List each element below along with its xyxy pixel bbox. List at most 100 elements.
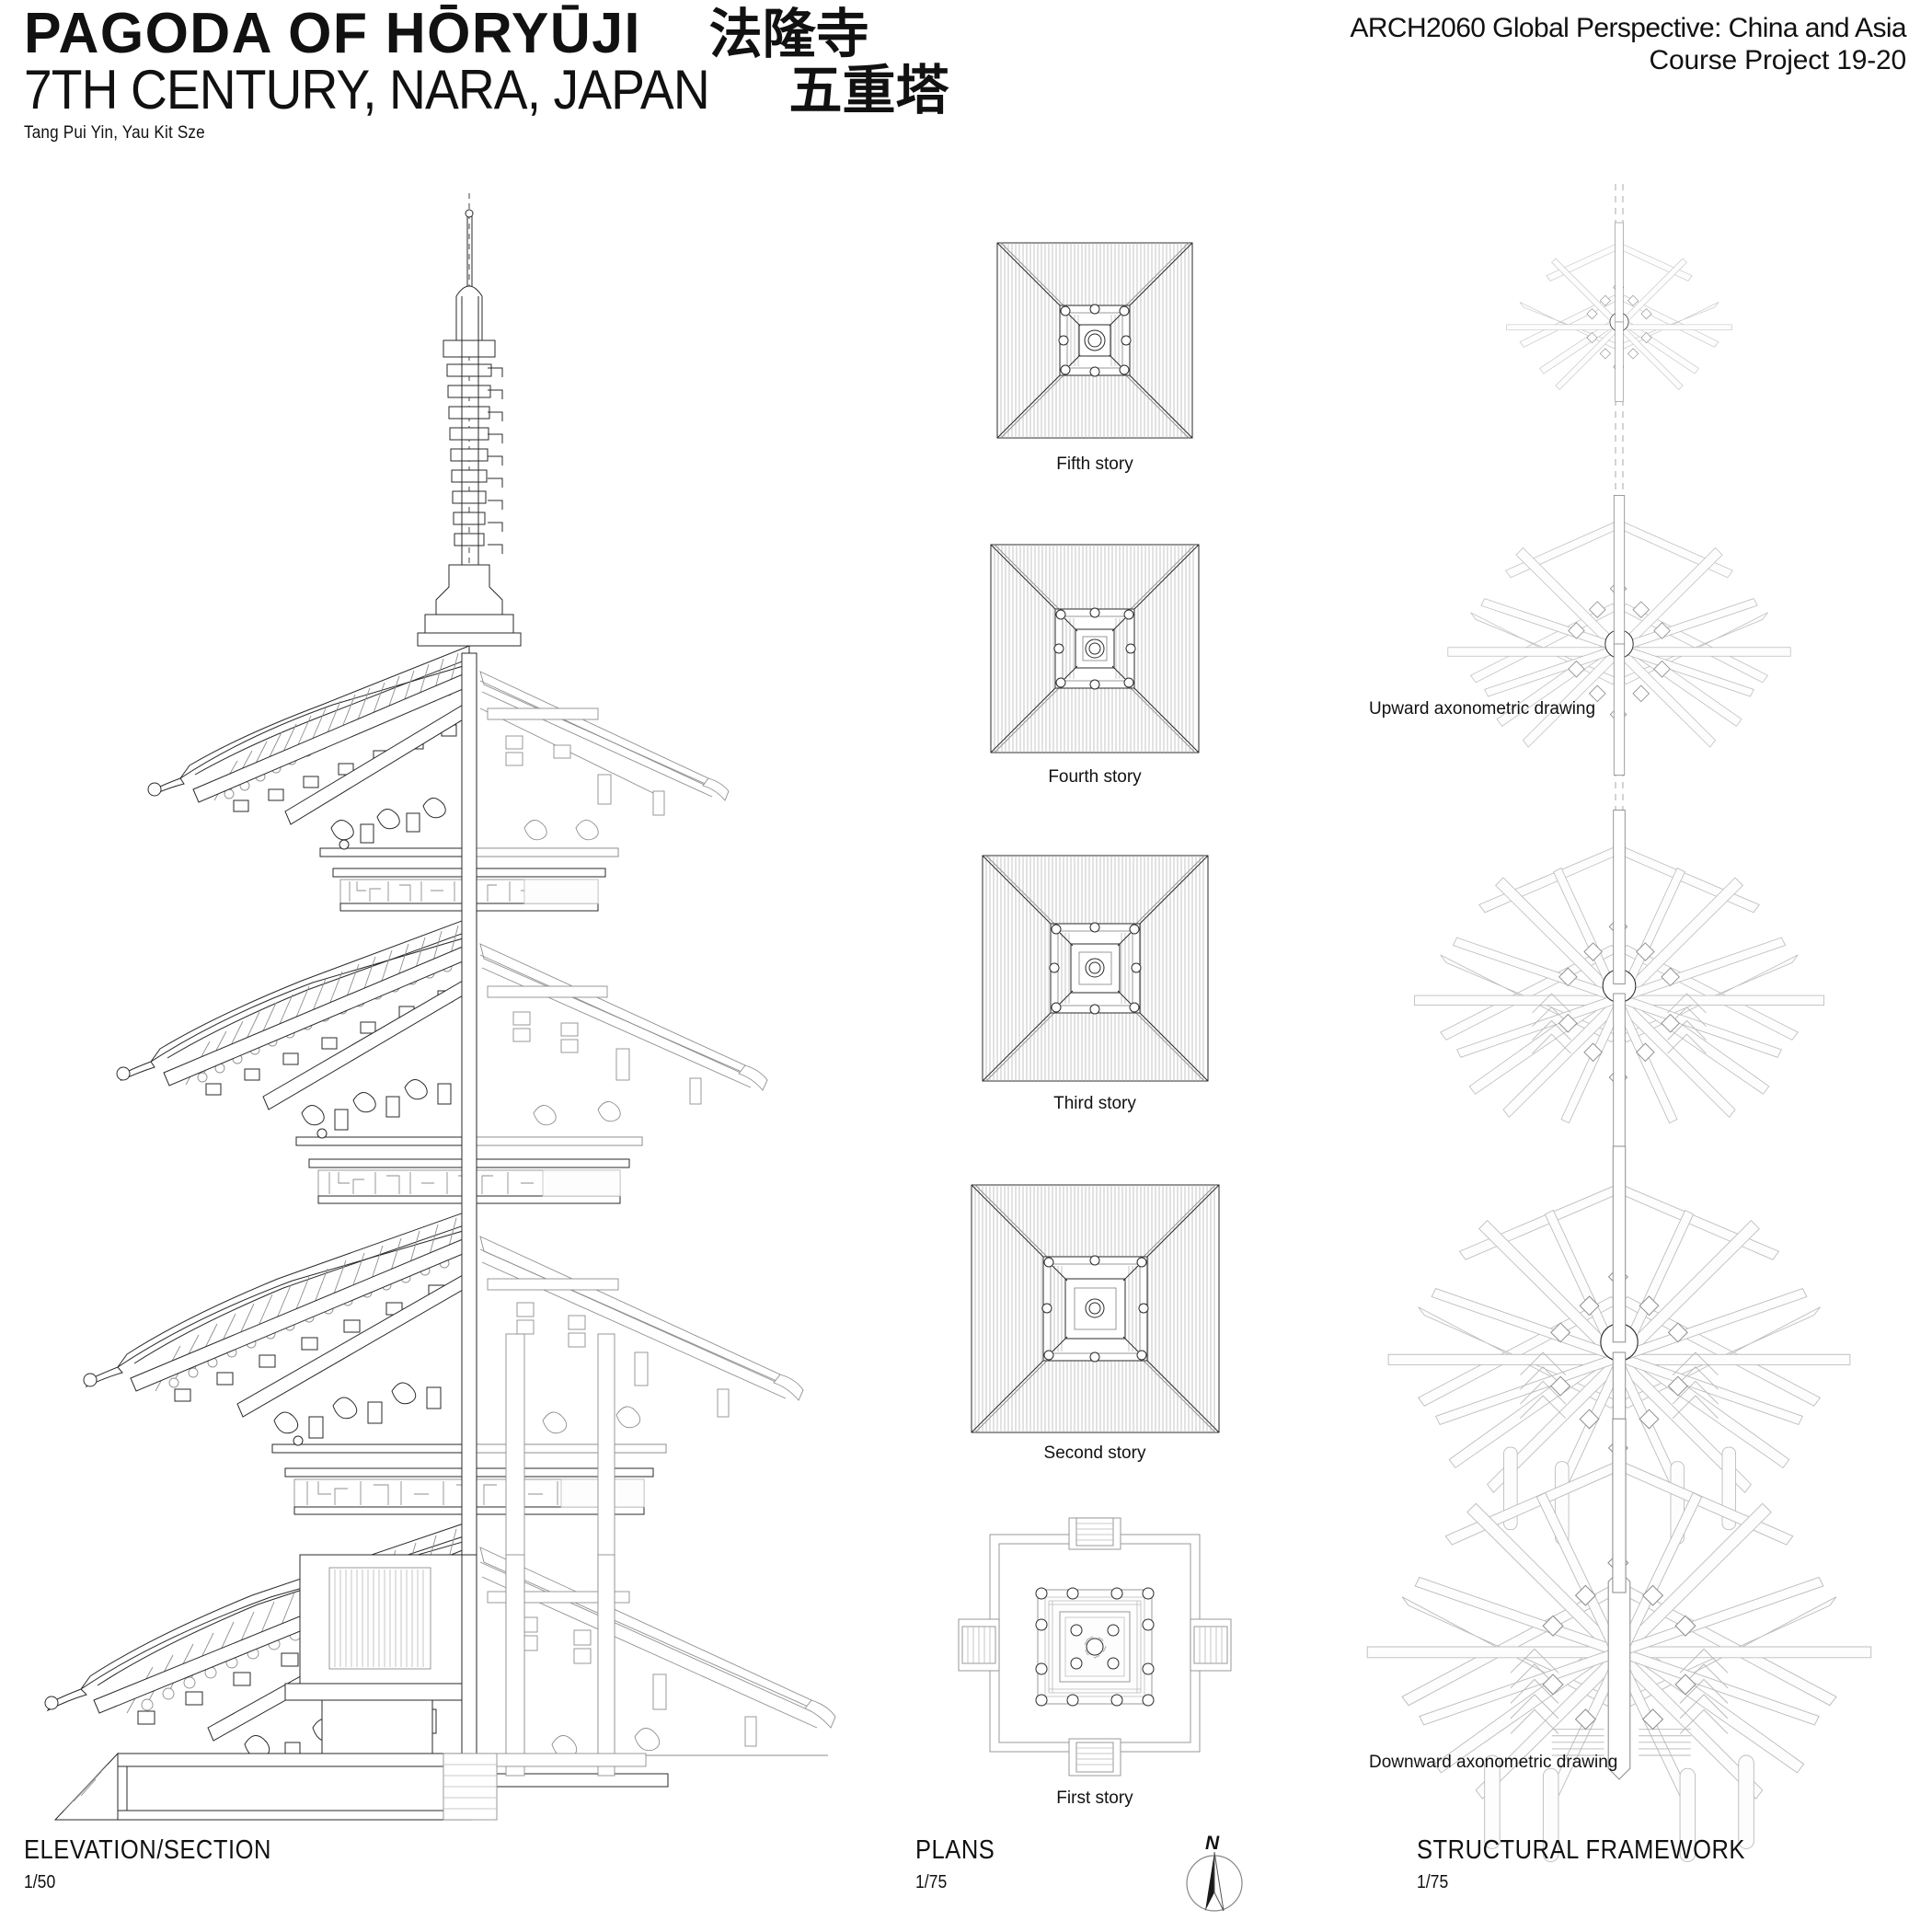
shinbashira-plan xyxy=(1083,1635,1107,1659)
plan-first-svg xyxy=(958,1517,1232,1777)
roof-tier-3 xyxy=(83,1210,804,1439)
tier5-section xyxy=(479,671,730,841)
axo-cluster-1 xyxy=(1366,1418,1872,1863)
axo-herringbone-3 xyxy=(1532,993,1707,1054)
podium-stairs-centre xyxy=(443,1753,498,1821)
framework-svg xyxy=(1366,184,1872,1863)
axo-cluster-3 xyxy=(1413,810,1825,1149)
infill-walls xyxy=(1048,1600,1142,1694)
inner-hatch-4 xyxy=(1065,618,1124,679)
plan-fourth-svg xyxy=(990,544,1200,753)
podium-top xyxy=(117,1753,472,1767)
podium-body xyxy=(126,1765,472,1811)
page-subtitle-japanese: 五重塔 xyxy=(788,59,949,121)
axo-diamond-nodes-1 xyxy=(1542,1552,1696,1731)
columns-first-inner xyxy=(1070,1624,1120,1670)
structural-framework-column: Upward axonometric drawing Downward axon… xyxy=(1325,184,1914,1863)
plan-third-story: Third story xyxy=(902,846,1288,1114)
section-column-outer xyxy=(505,1554,525,1756)
columns-2 xyxy=(1041,1255,1148,1363)
door-slats xyxy=(334,1570,424,1667)
plan-label-first: First story xyxy=(1056,1788,1133,1808)
diagonal-brackets-3 xyxy=(1059,932,1131,1005)
caption-elevation-section: ELEVATION/SECTION 1/50 xyxy=(24,1835,305,1893)
axo-label-upward: Upward axonometric drawing xyxy=(1369,699,1596,719)
hip-rafters-4 xyxy=(990,544,1200,753)
finial-chains xyxy=(488,367,503,554)
roof-tier-4 xyxy=(116,917,768,1131)
plans-column: Fifth story xyxy=(902,230,1288,1912)
elevation-base-podium xyxy=(9,1554,837,1831)
elevation-section-drawing xyxy=(9,193,837,1788)
axo-hanging-posts-1 xyxy=(1484,1754,1754,1863)
diagonal-brackets-2 xyxy=(1052,1265,1138,1352)
plan-second-story: Second story xyxy=(902,1178,1288,1464)
axo-herringbone-2 xyxy=(1520,1351,1719,1419)
plan-label-fifth: Fifth story xyxy=(1056,454,1133,474)
title-row-secondary: 7TH CENTURY, NARA, JAPAN 五重塔 xyxy=(24,63,949,118)
entry-step-block xyxy=(321,1699,433,1756)
columns-first-outer xyxy=(1035,1587,1155,1707)
caption-elevation-scale: 1/50 xyxy=(24,1872,56,1892)
axo-cluster-5 xyxy=(1506,222,1732,402)
section-column-inner xyxy=(597,1554,615,1756)
roof-tier-5 xyxy=(147,645,730,844)
door-panel xyxy=(328,1567,431,1670)
threshold xyxy=(284,1683,470,1701)
tier3-cloud-brackets xyxy=(273,1382,442,1439)
tier4-cloud-brackets xyxy=(301,1079,452,1131)
axo-dot-hatch-1 xyxy=(1551,1729,1691,1756)
compass-rose xyxy=(1178,1845,1251,1918)
page-title: PAGODA OF HŌRYŪJI xyxy=(24,2,641,65)
shinbashira-base xyxy=(461,1554,477,1756)
caption-plans-scale: 1/75 xyxy=(915,1872,948,1892)
compass-north-label: N xyxy=(1205,1833,1220,1854)
podium-base xyxy=(117,1810,472,1821)
columns-5 xyxy=(1058,304,1132,377)
diagonal-brackets-5 xyxy=(1068,314,1121,367)
caption-framework-scale: 1/75 xyxy=(1417,1872,1449,1892)
plan-label-fourth: Fourth story xyxy=(1048,767,1142,787)
elevation-svg xyxy=(44,193,836,1788)
axo-cluster-2 xyxy=(1387,1145,1851,1545)
plan-label-third: Third story xyxy=(1053,1094,1136,1113)
board-header: PAGODA OF HŌRYŪJI 法隆寺 7TH CENTURY, NARA,… xyxy=(0,0,1932,184)
title-block: PAGODA OF HŌRYŪJI 法隆寺 7TH CENTURY, NARA,… xyxy=(24,6,949,144)
podium-svg xyxy=(53,1554,828,1821)
stairs-south xyxy=(1068,1738,1121,1777)
inner-hatch-3 xyxy=(1061,933,1129,1004)
stairs-north xyxy=(1068,1517,1121,1550)
podium-stairs-left xyxy=(53,1752,119,1821)
finial-sorin xyxy=(417,209,522,647)
tier3-section xyxy=(479,1236,804,1434)
axo-herringbone-1 xyxy=(1510,1648,1729,1734)
columns-4 xyxy=(1053,607,1136,690)
tier5-cloud-brackets xyxy=(330,798,446,844)
plan-first-story: First story xyxy=(902,1517,1288,1809)
course-info-block: ARCH2060 Global Perspective: China and A… xyxy=(1350,13,1906,76)
tier3-brackets-elev xyxy=(174,1284,445,1402)
plan-third-svg xyxy=(982,855,1208,1082)
caption-framework-title: STRUCTURAL FRAMEWORK xyxy=(1417,1835,1745,1865)
finial-rings xyxy=(446,363,492,546)
stairs-west xyxy=(958,1618,1000,1672)
course-project-term: Course Project 19-20 xyxy=(1649,44,1907,75)
diagonal-brackets-4 xyxy=(1064,617,1126,680)
tier4-section xyxy=(479,943,768,1126)
axo-cluster-4 xyxy=(1447,495,1791,776)
caption-plans: PLANS 1/75 xyxy=(915,1835,1006,1893)
inner-hatch-2 xyxy=(1053,1266,1136,1351)
course-title: ARCH2060 Global Perspective: China and A… xyxy=(1350,13,1906,43)
north-arrow-icon xyxy=(1186,1851,1243,1912)
caption-structural-framework: STRUCTURAL FRAMEWORK 1/75 xyxy=(1417,1835,1790,1893)
plan-fourth-story: Fourth story xyxy=(902,534,1288,788)
hip-rafters-3 xyxy=(982,855,1208,1082)
columns-3 xyxy=(1049,922,1141,1015)
caption-elevation-title: ELEVATION/SECTION xyxy=(24,1835,271,1865)
axo-label-downward: Downward axonometric drawing xyxy=(1369,1753,1618,1772)
stairs-east xyxy=(1190,1618,1232,1672)
page-title-japanese: 法隆寺 xyxy=(708,3,869,65)
caption-plans-title: PLANS xyxy=(915,1835,995,1865)
plan-fifth-svg xyxy=(996,242,1193,439)
authors-credit: Tang Pui Yin, Yau Kit Sze xyxy=(24,123,205,143)
